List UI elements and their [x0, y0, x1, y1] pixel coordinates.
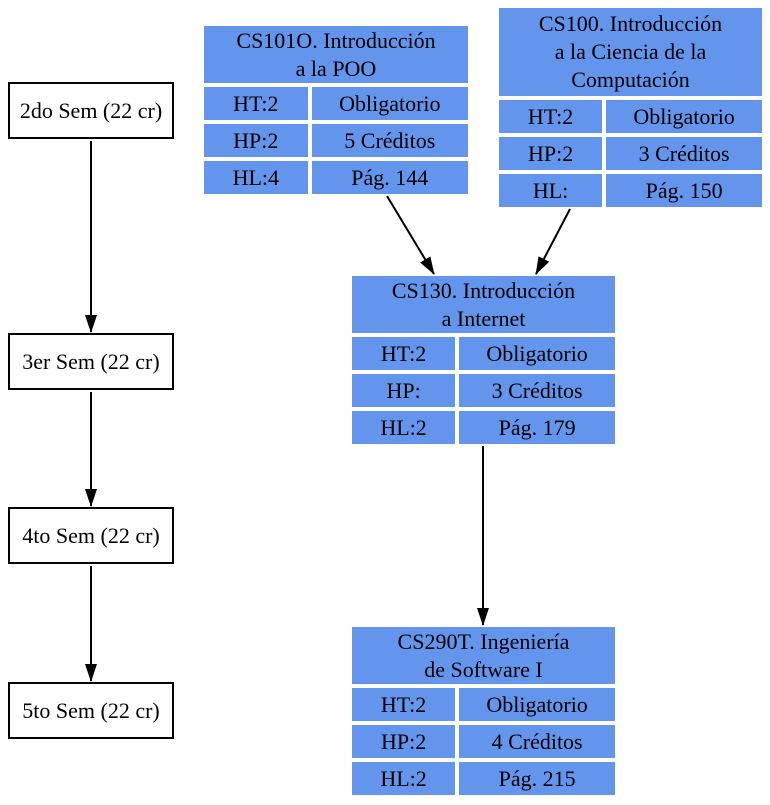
course-type-cell: Obligatorio: [606, 100, 762, 133]
course-page-cell: Pág. 150: [606, 174, 762, 207]
course-type-cell: Obligatorio: [459, 337, 615, 370]
semester-node-3er-sem: 3er Sem (22 cr): [8, 333, 174, 390]
course-row: HP:2 5 Créditos: [204, 124, 468, 157]
course-title-line: a la POO: [295, 55, 377, 81]
course-row: HT:2 Obligatorio: [204, 87, 468, 120]
semester-node-2do-sem: 2do Sem (22 cr): [8, 82, 174, 139]
semester-label: 5to Sem (22 cr): [22, 697, 160, 723]
course-node-cs100: CS100. Introducción a la Ciencia de la C…: [499, 8, 762, 207]
semester-label: 2do Sem (22 cr): [19, 97, 163, 123]
course-hl-cell: HL:: [499, 174, 603, 207]
course-row: HL:2 Pág. 215: [352, 762, 615, 795]
course-type-cell: Obligatorio: [311, 87, 468, 120]
course-title-line: a la Ciencia de la: [554, 39, 707, 64]
course-row: HL: Pág. 150: [499, 174, 762, 207]
semester-label: 4to Sem (22 cr): [22, 522, 160, 548]
course-ht-cell: HT:2: [352, 337, 456, 370]
course-page-cell: Pág. 144: [311, 161, 468, 194]
course-credits-cell: 4 Créditos: [459, 725, 615, 758]
course-hp-cell: HP:: [352, 374, 456, 407]
course-title-line: Computación: [571, 67, 690, 92]
course-hp-cell: HP:2: [352, 725, 456, 758]
course-row: HP:2 3 Créditos: [499, 137, 762, 170]
course-ht-cell: HT:2: [499, 100, 603, 133]
course-title: CS100. Introducción a la Ciencia de la C…: [499, 8, 762, 96]
course-title-line: CS101O. Introducción: [236, 27, 436, 53]
course-node-cs130: CS130. Introducción a Internet HT:2 Obli…: [352, 276, 615, 444]
course-hp-cell: HP:2: [499, 137, 603, 170]
semester-node-5to-sem: 5to Sem (22 cr): [8, 682, 174, 739]
course-row: HT:2 Obligatorio: [499, 100, 762, 133]
course-title-line: a Internet: [441, 305, 526, 331]
course-ht-cell: HT:2: [352, 688, 456, 721]
course-title: CS130. Introducción a Internet: [352, 276, 615, 333]
semester-label: 3er Sem (22 cr): [22, 348, 160, 374]
course-title: CS290T. Ingeniería de Software I: [352, 627, 615, 684]
course-credits-cell: 3 Créditos: [459, 374, 615, 407]
course-page-cell: Pág. 179: [459, 411, 615, 444]
course-node-cs101o: CS101O. Introducción a la POO HT:2 Oblig…: [204, 26, 468, 194]
edge-cs100-cs130: [535, 208, 571, 275]
course-node-cs290t: CS290T. Ingeniería de Software I HT:2 Ob…: [352, 627, 615, 795]
semester-node-4to-sem: 4to Sem (22 cr): [8, 507, 174, 564]
course-type-cell: Obligatorio: [459, 688, 615, 721]
course-row: HL:2 Pág. 179: [352, 411, 615, 444]
course-credits-cell: 5 Créditos: [311, 124, 468, 157]
course-title-line: CS290T. Ingeniería: [397, 628, 570, 654]
course-title-line: CS130. Introducción: [391, 277, 576, 303]
course-hl-cell: HL:2: [352, 411, 456, 444]
course-row: HL:4 Pág. 144: [204, 161, 468, 194]
course-hp-cell: HP:2: [204, 124, 308, 157]
course-title: CS101O. Introducción a la POO: [204, 26, 468, 83]
course-row: HT:2 Obligatorio: [352, 688, 615, 721]
course-row: HP: 3 Créditos: [352, 374, 615, 407]
course-page-cell: Pág. 215: [459, 762, 615, 795]
course-row: HT:2 Obligatorio: [352, 337, 615, 370]
edge-cs101o-cs130: [386, 195, 435, 275]
course-hl-cell: HL:4: [204, 161, 308, 194]
course-ht-cell: HT:2: [204, 87, 308, 120]
course-row: HP:2 4 Créditos: [352, 725, 615, 758]
course-credits-cell: 3 Créditos: [606, 137, 762, 170]
course-hl-cell: HL:2: [352, 762, 456, 795]
course-title-line: CS100. Introducción: [538, 11, 723, 36]
course-title-line: de Software I: [424, 656, 543, 682]
